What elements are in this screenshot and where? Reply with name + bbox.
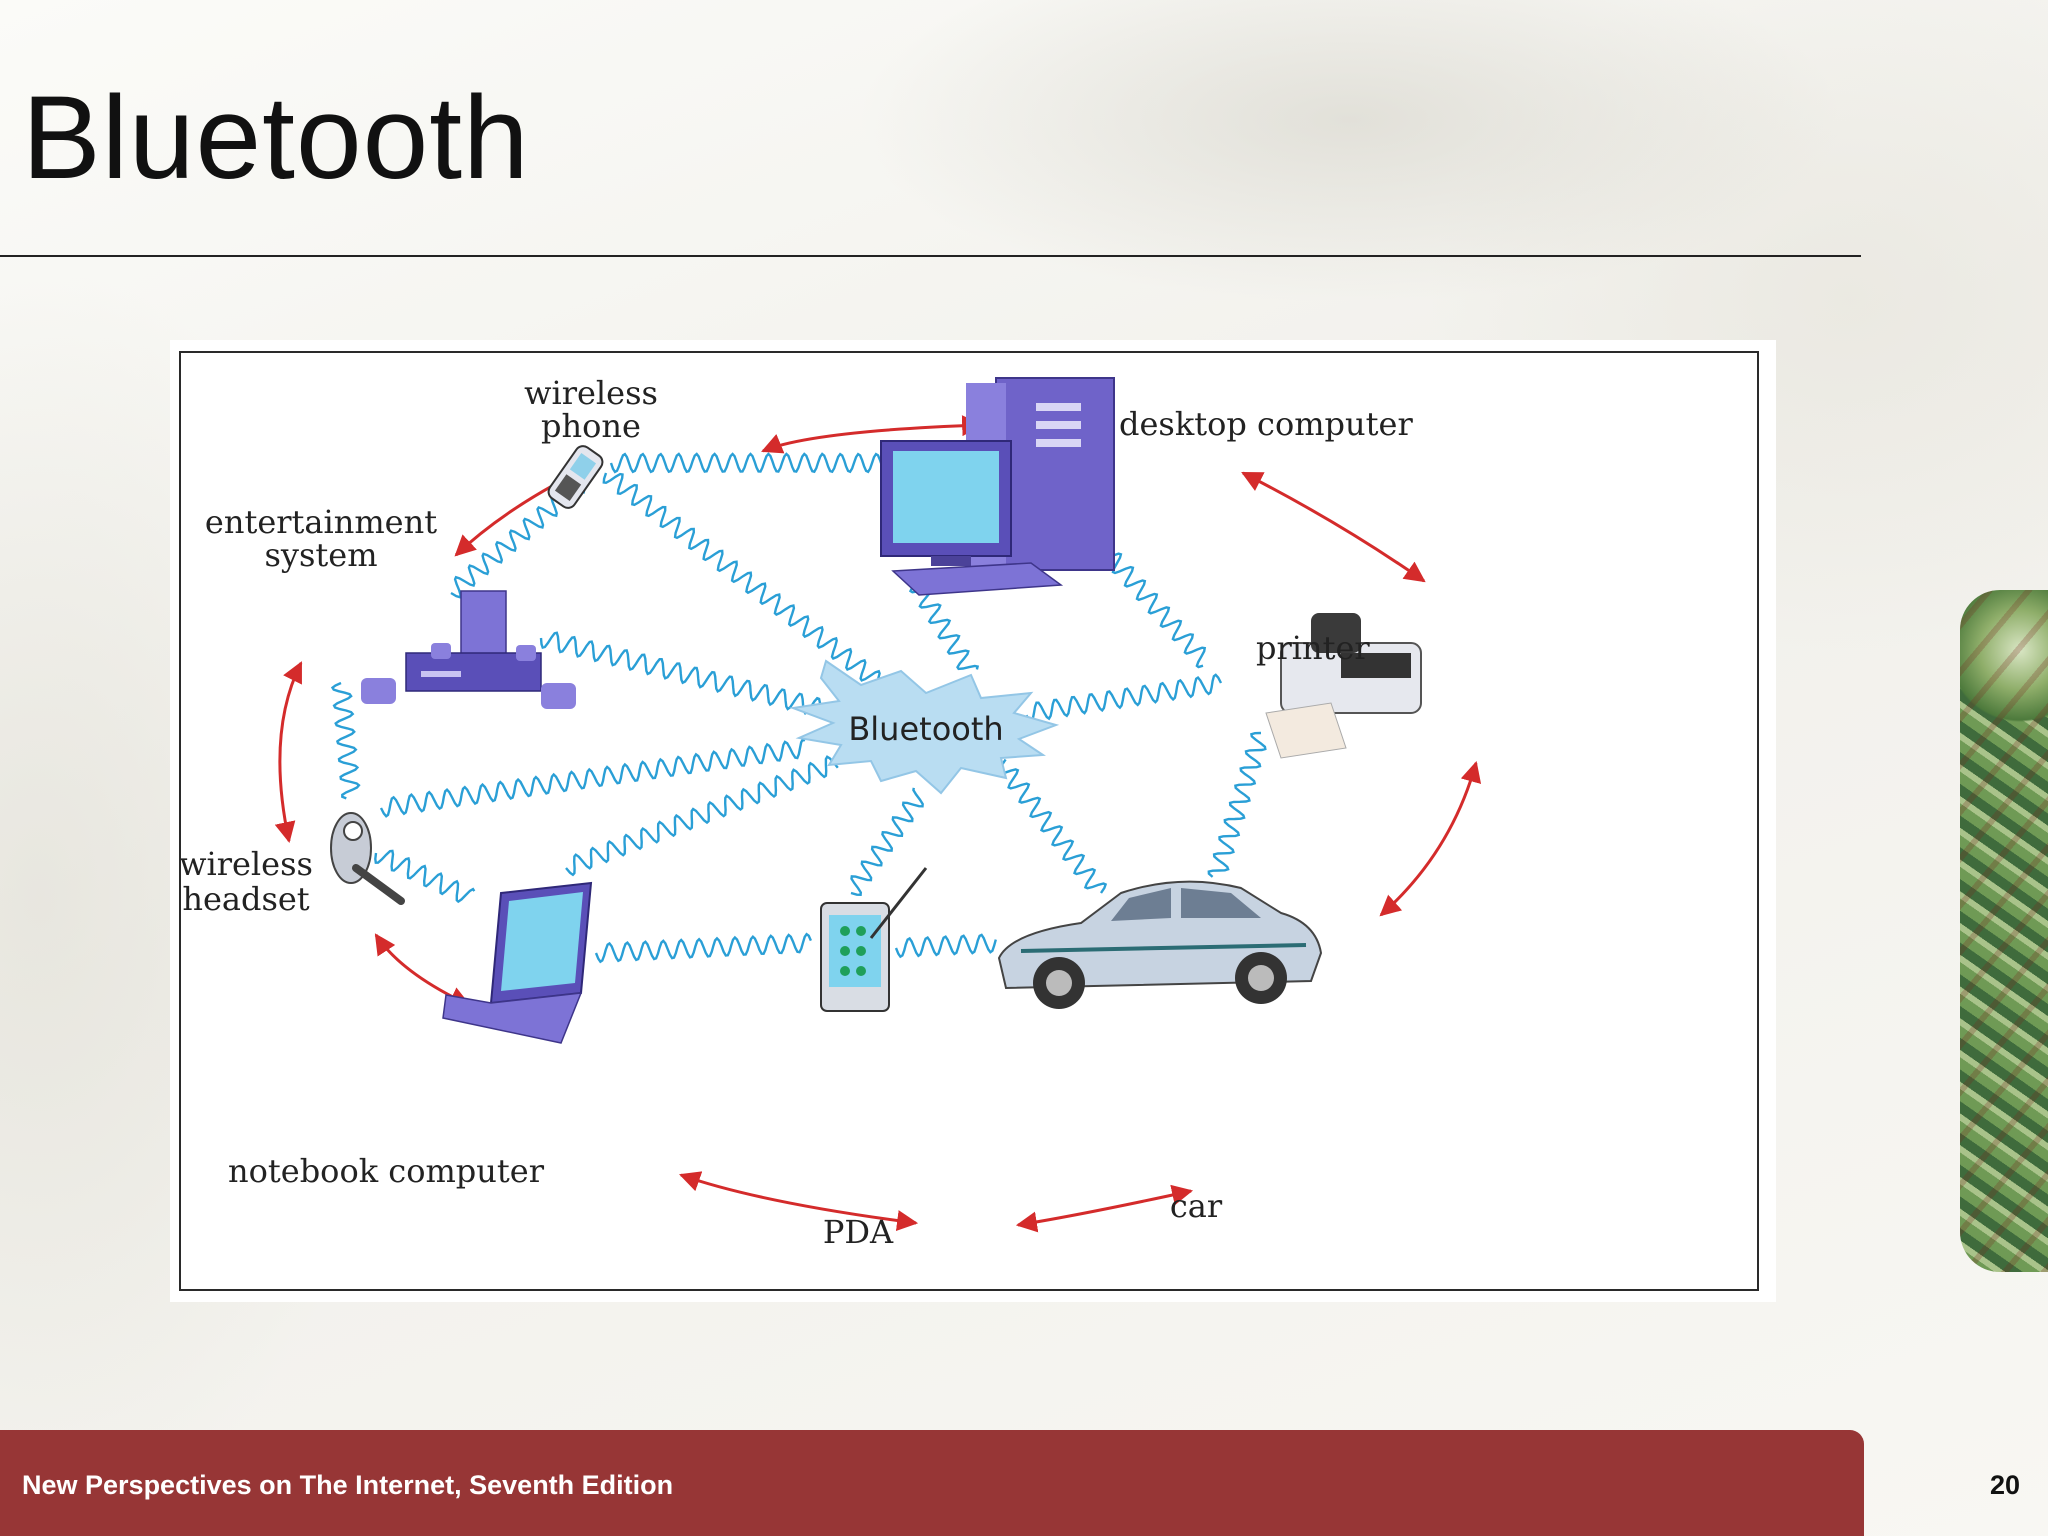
wave-notebook-hub (565, 755, 839, 877)
arrow-entertainment-headset (274, 661, 303, 844)
wave-printer-car (1207, 731, 1267, 878)
wave-entertainment-headset (330, 681, 361, 800)
wireless-headset-icon (330, 812, 405, 905)
wireless-phone-icon (547, 445, 604, 509)
arrow-phone-desktop (761, 415, 984, 454)
wireless-phone-label-1: wireless (524, 374, 658, 412)
entertainment-system-label-1: entertainment (205, 503, 437, 541)
device-printer: printer (1256, 613, 1422, 759)
arrow-desktop-printer (1241, 471, 1426, 583)
wave-phone-desktop (609, 452, 887, 474)
arrow-headset-notebook (374, 933, 471, 1007)
wave-desktop-hub (908, 582, 980, 671)
wireless-headset-label-2: headset (182, 880, 309, 918)
arrow-printer-car (1379, 760, 1482, 917)
device-wireless-headset: wireless headset (181, 812, 405, 918)
car-label: car (1170, 1187, 1223, 1225)
wave-entertainment-hub (539, 631, 822, 715)
diagram-canvas: Bluetooth wireless phone (181, 374, 1482, 1251)
device-desktop-computer: desktop computer (880, 377, 1413, 596)
hub-label: Bluetooth (848, 710, 1003, 748)
entertainment-system-label-2: system (264, 536, 377, 574)
footer-bar (0, 1430, 1864, 1536)
wave-car-hub (996, 758, 1108, 894)
page-number: 20 (1990, 1470, 2021, 1500)
entertainment-system-icon (361, 590, 576, 709)
device-notebook-computer: notebook computer (228, 881, 593, 1190)
wave-pda-hub (850, 787, 924, 897)
desktop-computer-label: desktop computer (1119, 405, 1413, 443)
device-entertainment-system: entertainment system (205, 503, 576, 709)
diagram-frame: Bluetooth wireless phone (170, 340, 1776, 1302)
pda-label: PDA (823, 1213, 894, 1251)
notebook-computer-icon (442, 881, 593, 1044)
printer-icon (1265, 613, 1422, 759)
wave-pda-car (894, 933, 997, 959)
wave-headset-notebook (374, 849, 476, 904)
device-pda: PDA (820, 867, 928, 1251)
printer-label: printer (1256, 629, 1370, 667)
device-to-device-arrows (274, 415, 1482, 1233)
wave-phone-hub (602, 472, 891, 693)
device-wireless-phone: wireless phone (524, 374, 658, 509)
wireless-headset-label-1: wireless (181, 845, 313, 883)
wave-printer-hub (1025, 673, 1223, 723)
slide-title: Bluetooth (22, 72, 530, 204)
bluetooth-hub: Bluetooth (789, 659, 1060, 795)
hub-starburst-icon (789, 659, 1060, 795)
wave-notebook-pda (594, 932, 812, 964)
footer-text: New Perspectives on The Internet, Sevent… (22, 1470, 674, 1500)
wave-headset-hub (379, 737, 806, 818)
wireless-phone-label-2: phone (541, 407, 641, 445)
bluetooth-network-diagram: Bluetooth wireless phone (179, 351, 1759, 1291)
title-divider (0, 255, 1861, 257)
pda-icon (820, 867, 928, 1012)
decorative-plant-image (1960, 590, 2048, 1272)
notebook-computer-label: notebook computer (228, 1152, 545, 1190)
arrow-notebook-pda (679, 1171, 919, 1231)
desktop-computer-icon (880, 377, 1115, 596)
device-car: car (997, 880, 1323, 1225)
car-icon (997, 880, 1323, 1009)
arrow-pda-car (1015, 1184, 1194, 1233)
